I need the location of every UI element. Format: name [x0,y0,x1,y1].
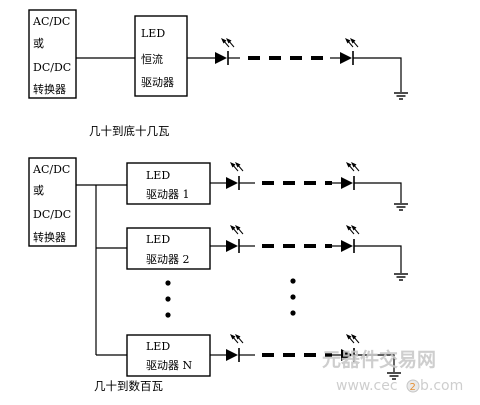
top-converter-line-4: 转换器 [33,82,66,96]
bottom-row-1-wire-to-ground [354,182,402,203]
bottom-row-2-wire-to-ground [354,245,402,273]
top-circuit: AC/DC 或 DC/DC 转换器 LED 恒流 驱动器 几十到底十几瓦 [28,9,409,138]
bottom-row-n-wire-to-ground [354,354,395,372]
watermark-brand: 元器件交易网 [322,348,436,371]
bottom-driver-2-line-2: 驱动器 2 [146,253,190,266]
top-converter-box [28,9,77,99]
top-led-1-icon [215,37,235,65]
bottom-converter-line-4: 转换器 [33,230,66,244]
bottom-driver-1-line-1: LED [146,169,170,182]
bottom-circuit: AC/DC 或 DC/DC 转换器 LED 驱动器 1 LED 驱动器 2 [28,157,409,393]
bottom-driver-n-box [126,334,211,377]
bottom-driver-1-line-2: 驱动器 1 [146,188,190,201]
top-converter-line-1: AC/DC [32,15,70,28]
bottom-row-2-led-2-icon [341,224,360,253]
top-driver-line-1: LED [141,27,165,40]
bottom-converter-line-3: DC/DC [33,208,71,221]
bottom-row-1-ground-icon [393,203,409,211]
top-driver-line-2: 恒流 [141,52,163,66]
bottom-converter-line-1: AC/DC [32,163,70,176]
top-driver-line-3: 驱动器 [141,76,174,89]
ellipsis-dots-leds [290,278,296,316]
watermark-badge-icon [406,379,420,393]
bottom-row-1-led-1-icon [226,161,244,190]
bottom-row-1-led-2-icon [341,161,360,190]
top-ground-icon [393,92,409,100]
watermark-url-badge: 2 [410,382,416,393]
top-converter-line-3: DC/DC [33,61,71,74]
bottom-row-2-ground-icon [393,273,409,281]
bottom-converter-box [28,157,77,247]
top-led-2-icon [340,37,359,65]
watermark-url-suffix: b.com [420,378,463,394]
top-converter-line-2: 或 [33,37,44,50]
top-driver-box [134,15,188,97]
bottom-driver-n-line-2: 驱动器 N [146,359,192,372]
ellipsis-dots-drivers [165,280,171,318]
bottom-caption: 几十到数百瓦 [94,379,163,393]
top-wire-to-ground [353,57,402,92]
bottom-converter-line-2: 或 [33,184,44,197]
watermark: 元器件交易网 www.cec 2 b.com [322,348,463,394]
bottom-driver-1-box [126,162,211,205]
watermark-url-prefix: www.cec [336,378,398,394]
bottom-driver-2-line-1: LED [146,233,170,246]
top-caption: 几十到底十几瓦 [89,124,170,138]
bottom-row-n-led-1-icon [226,333,244,362]
bottom-row-2-led-1-icon [226,224,244,253]
bottom-driver-n-line-1: LED [146,340,170,353]
bottom-driver-2-box [126,227,211,270]
